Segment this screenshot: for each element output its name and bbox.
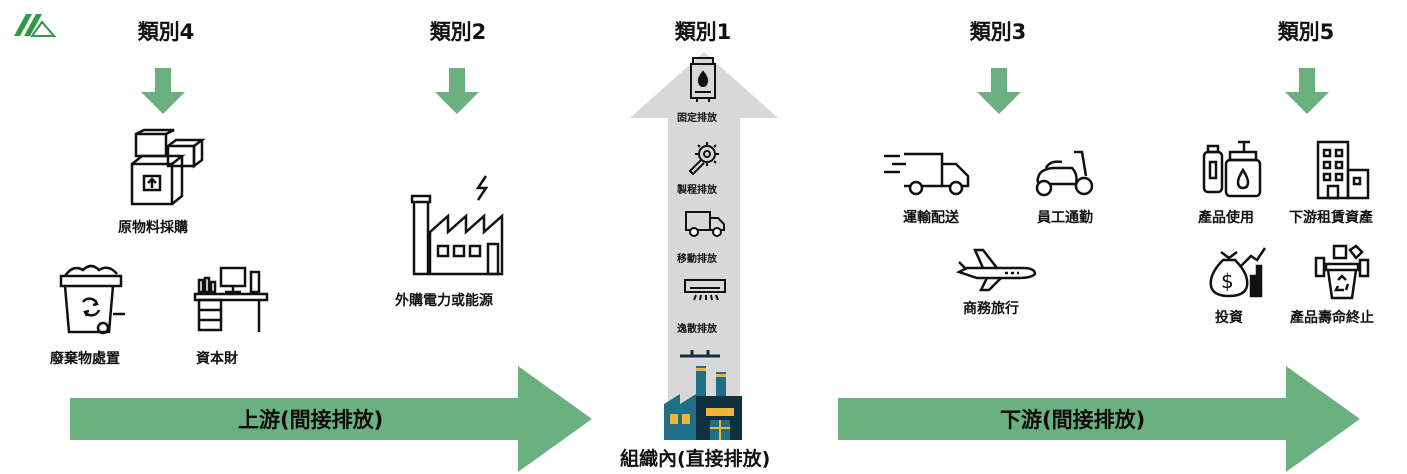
colored-factory-icon xyxy=(662,350,744,442)
direct-emissions-column xyxy=(630,52,778,432)
upstream-label: 上游(間接排放) xyxy=(238,408,384,432)
factory-icon xyxy=(408,172,514,278)
air-conditioner-icon xyxy=(684,278,726,302)
investment-label: 投資 xyxy=(1215,310,1243,326)
boxes-icon xyxy=(128,128,208,208)
down-arrow-cat3 xyxy=(977,68,1021,114)
waste-bin-icon xyxy=(59,262,131,336)
airplane-icon xyxy=(955,246,1037,292)
svg-text:$: $ xyxy=(1221,269,1234,293)
fugitive-label: 逸散排放 xyxy=(677,324,717,335)
down-arrow-cat2 xyxy=(435,68,479,114)
capital-goods-label: 資本財 xyxy=(196,351,238,367)
category-2-title: 類別2 xyxy=(429,20,487,44)
scooter-icon xyxy=(1032,148,1096,198)
purchased-energy-label: 外購電力或能源 xyxy=(395,293,493,309)
down-arrow-cat5 xyxy=(1285,68,1329,114)
business-travel-label: 商務旅行 xyxy=(963,301,1019,317)
investment-icon: $ xyxy=(1207,246,1267,300)
category-1-title: 類別1 xyxy=(674,20,732,44)
product-use-label: 產品使用 xyxy=(1198,210,1254,226)
boiler-icon xyxy=(689,57,717,104)
desk-icon xyxy=(193,266,269,334)
upstream-arrow xyxy=(70,366,592,472)
building-icon xyxy=(1314,140,1372,200)
end-of-life-label: 產品壽命終止 xyxy=(1290,310,1374,326)
process-gear-icon xyxy=(687,140,721,176)
downstream-label: 下游(間接排放) xyxy=(1000,408,1146,432)
transport-label: 運輸配送 xyxy=(903,210,959,226)
leased-assets-label: 下游租賃資產 xyxy=(1289,210,1373,226)
category-4-title: 類別4 xyxy=(137,20,195,44)
direct-emissions-label: 組織內(直接排放) xyxy=(620,448,771,470)
commuting-label: 員工通勤 xyxy=(1037,210,1093,226)
mobile-label: 移動排放 xyxy=(677,254,717,265)
stationary-label: 固定排放 xyxy=(677,113,717,124)
truck-small-icon xyxy=(684,208,726,238)
logo xyxy=(12,12,57,38)
delivery-truck-icon xyxy=(882,150,972,198)
category-5-title: 類別5 xyxy=(1277,20,1335,44)
waste-label: 廢棄物處置 xyxy=(50,351,120,367)
raw-materials-label: 原物料採購 xyxy=(118,220,188,236)
down-arrow-cat4 xyxy=(141,68,185,114)
process-label: 製程排放 xyxy=(677,185,717,196)
recycle-bin-icon xyxy=(1312,244,1372,302)
products-icon xyxy=(1200,140,1266,200)
category-3-title: 類別3 xyxy=(969,20,1027,44)
downstream-arrow xyxy=(838,366,1360,472)
